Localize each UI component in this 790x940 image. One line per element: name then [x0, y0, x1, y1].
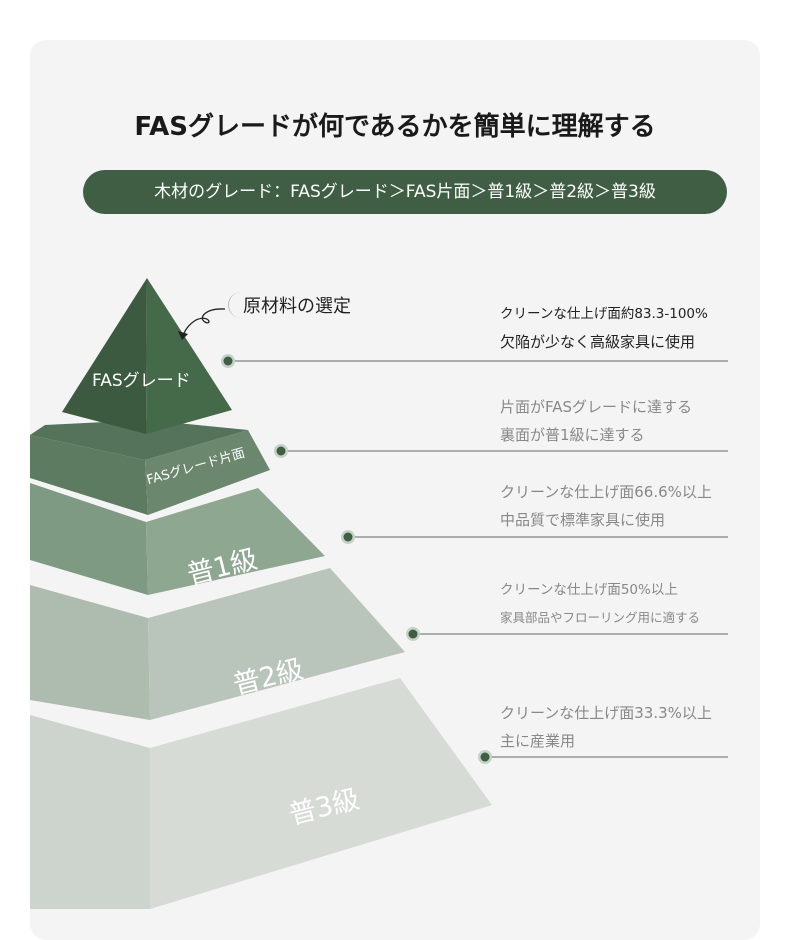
note-line: クリーンな仕上げ面約83.3-100% [500, 306, 708, 322]
tier-4-shape [30, 568, 405, 720]
tier-label-fas: FASグレード [92, 371, 191, 391]
tier-note-grade2: クリーンな仕上げ面50%以上 家具部品やフローリング用に適する [500, 576, 700, 632]
tier-note-fas-one-face: 片面がFASグレードに達する 裏面が普1級に達する [500, 393, 692, 449]
note-line: クリーンな仕上げ面33.3%以上 [500, 704, 712, 722]
tier-1-shape [62, 278, 232, 434]
note-line: 主に産業用 [500, 732, 576, 750]
tier-3-shape [30, 483, 325, 595]
grade-order-banner: 木材のグレード：FASグレード＞FAS片面＞普1級＞普2級＞普3級 [83, 170, 727, 214]
tier-note-grade1: クリーンな仕上げ面66.6%以上 中品質で標準家具に使用 [500, 478, 712, 534]
note-line: 裏面が普1級に達する [500, 426, 645, 444]
note-line: クリーンな仕上げ面50%以上 [500, 582, 678, 598]
note-line: クリーンな仕上げ面66.6%以上 [500, 483, 712, 501]
raw-material-callout: 原材料の選定 [228, 292, 365, 318]
connector-lines [228, 360, 728, 758]
callout-arrow-icon [181, 308, 226, 339]
pyramid-diagram [30, 278, 728, 909]
note-line: 片面がFASグレードに達する [500, 398, 693, 416]
page-title: FASグレードが何であるかを簡単に理解する [134, 112, 656, 142]
tier-5-shape [30, 678, 492, 909]
note-line: 中品質で標準家具に使用 [500, 511, 666, 529]
tier-note-fas: クリーンな仕上げ面約83.3-100% 欠陥が少なく高級家具に使用 [500, 300, 708, 356]
note-line: 欠陥が少なく高級家具に使用 [500, 333, 696, 351]
tier-2-shape [30, 420, 270, 515]
connector-dots [221, 354, 492, 764]
note-line: 家具部品やフローリング用に適する [500, 610, 701, 625]
tier-note-grade3: クリーンな仕上げ面33.3%以上 主に産業用 [500, 699, 712, 755]
